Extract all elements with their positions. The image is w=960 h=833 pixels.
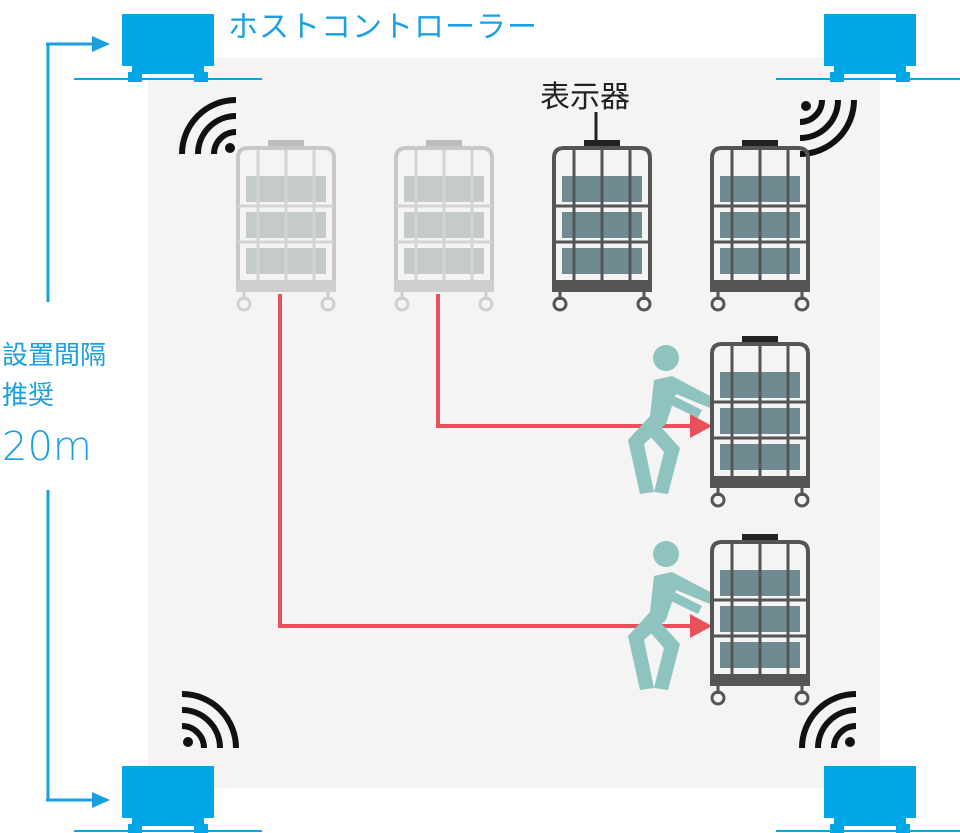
- interval-bracket: [46, 36, 110, 808]
- interval-label: 設置間隔 推奨: [2, 336, 106, 416]
- distance-label: 20m: [2, 424, 92, 470]
- route-arrowhead: [690, 414, 712, 438]
- interval-label-line2: 推奨: [2, 381, 55, 411]
- route-arrowhead: [690, 614, 712, 638]
- interval-label-line1: 設置間隔: [2, 341, 107, 371]
- route-lines: [278, 294, 694, 628]
- display-label: 表示器: [540, 80, 630, 115]
- host-controller-label: ホストコントローラー: [228, 10, 538, 45]
